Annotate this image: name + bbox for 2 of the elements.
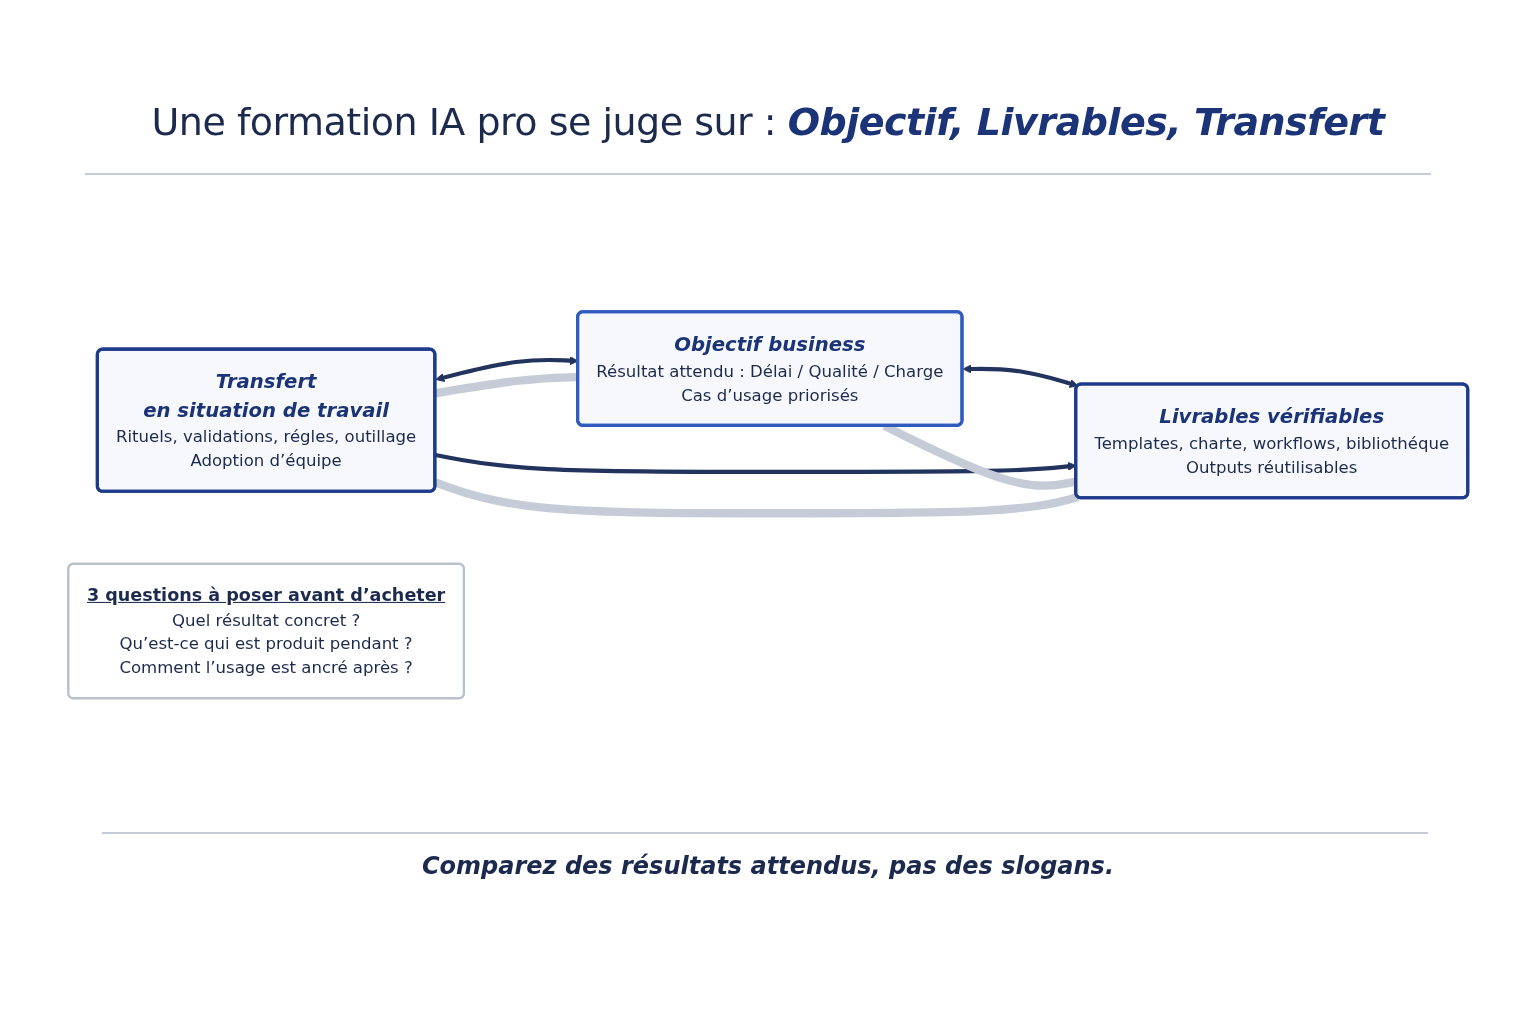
caption: Comparez des résultats attendus, pas des slogans. bbox=[421, 852, 1115, 880]
title: Une formation IA pro se juge sur : Objectif, Livrables, Transfert bbox=[150, 100, 1387, 144]
